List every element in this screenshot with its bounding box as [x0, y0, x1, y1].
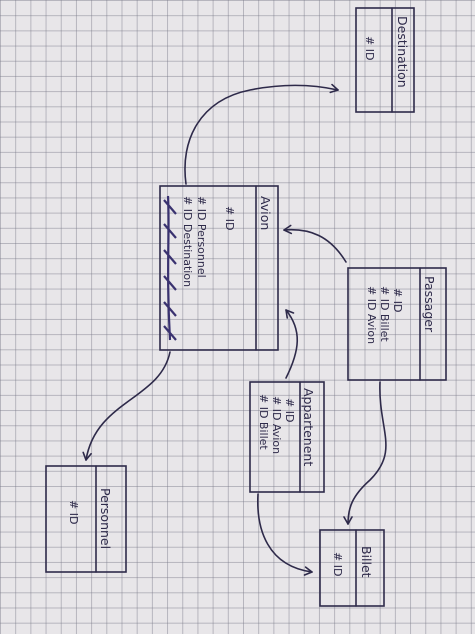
entity-avion-attr-2: # ID Personnel — [195, 196, 208, 278]
arrow-avion-to-personnel — [82, 351, 171, 461]
entity-appartenent-attr-3: # ID Billet — [257, 394, 270, 450]
entity-billet-title: Billet — [359, 546, 374, 578]
entity-appartenent-box — [249, 381, 325, 493]
entity-appartenent-title: Appartenent — [301, 388, 316, 466]
entity-billet-attr-1: # ID — [331, 552, 344, 576]
entity-personnel-attr-1: # ID — [67, 500, 80, 524]
entity-personnel-box — [45, 465, 127, 573]
entity-passager-attr-3: # ID Avion — [365, 286, 378, 344]
entity-passager: Passager # ID # ID Billet # ID Avion — [347, 267, 447, 381]
entity-avion-attr-3: # ID Destination — [181, 196, 194, 287]
entity-passager-attr-2: # ID Billet — [378, 286, 391, 342]
arrow-appartenent-to-billet — [257, 493, 313, 576]
entity-passager-attr-1: # ID — [391, 288, 404, 312]
entity-destination: Destination # ID — [355, 7, 415, 113]
entity-passager-title: Passager — [422, 276, 437, 333]
entity-appartenent-attr-2: # ID Avion — [270, 396, 283, 454]
entity-destination-box — [355, 7, 415, 113]
entity-avion-attr-1: # ID — [223, 206, 236, 230]
entity-appartenent: Appartenent # ID # ID Avion # ID Billet — [249, 381, 325, 493]
arrow-passager-to-billet — [343, 381, 387, 525]
entity-avion-box — [159, 185, 279, 351]
entity-destination-title: Destination — [395, 16, 410, 88]
entity-billet-box — [319, 529, 385, 607]
entity-appartenent-attr-1: # ID — [283, 398, 296, 422]
entity-avion: Avion # ID # ID Personnel # ID Destinati… — [159, 185, 279, 351]
entity-passager-box — [347, 267, 447, 381]
struck-out-attribute — [163, 195, 177, 341]
arrow-appartenent-to-avion — [285, 309, 298, 379]
entity-personnel-title: Personnel — [98, 488, 113, 549]
entity-avion-title: Avion — [258, 196, 273, 230]
entity-destination-attr-1: # ID — [363, 36, 376, 60]
arrow-passager-to-avion — [283, 224, 347, 263]
entity-personnel: Personnel # ID — [45, 465, 127, 573]
entity-billet: Billet # ID — [319, 529, 385, 607]
arrow-avion-to-destination — [184, 83, 339, 185]
